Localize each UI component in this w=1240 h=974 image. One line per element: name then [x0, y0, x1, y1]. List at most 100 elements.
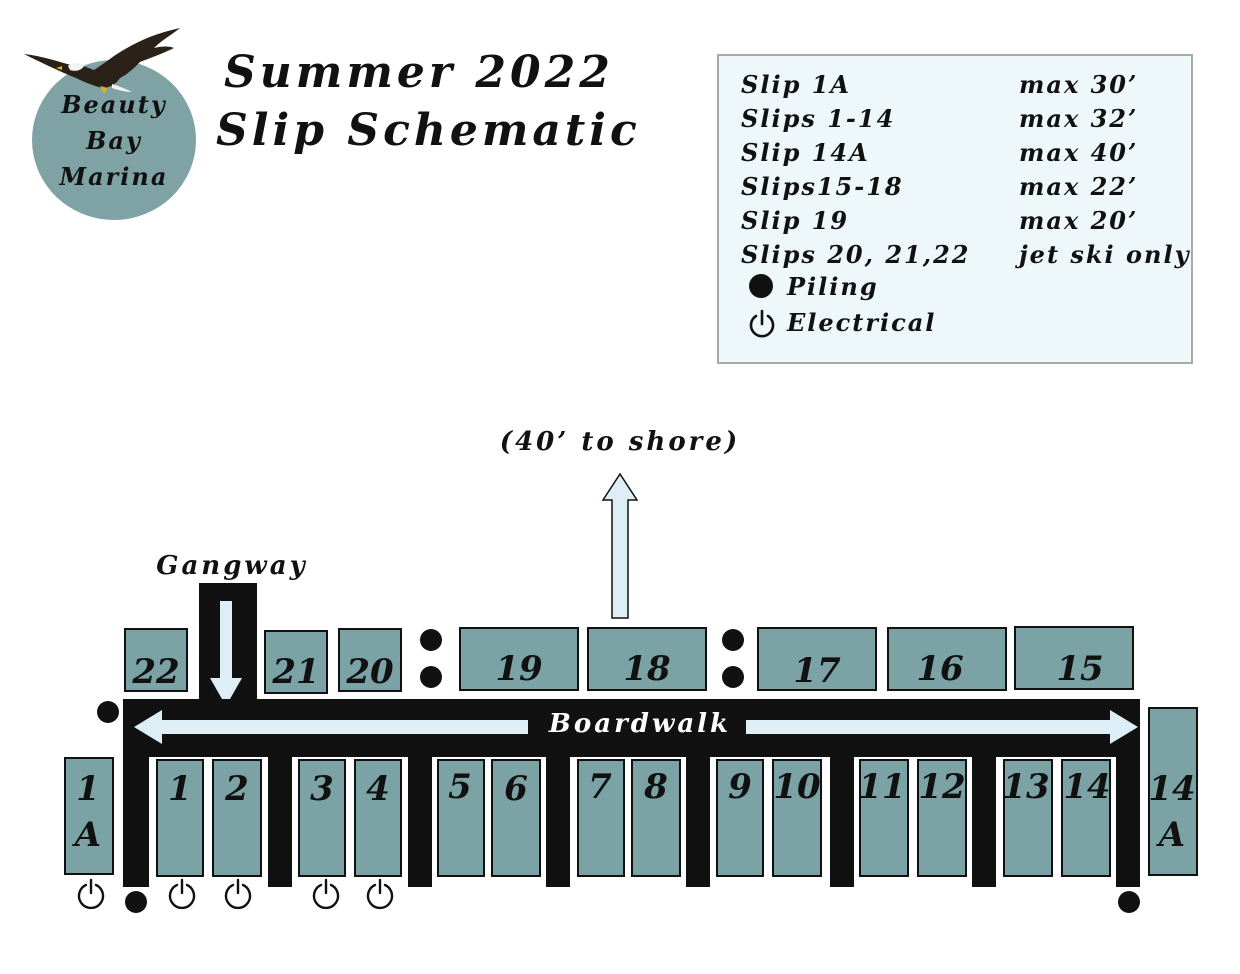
boardwalk-label: Boardwalk	[548, 709, 731, 739]
electrical-icon	[749, 309, 775, 338]
piling-icon	[1118, 891, 1140, 913]
slip-4	[354, 759, 402, 877]
slip-1-label: 1	[168, 769, 192, 809]
legend-label: Slip 19	[741, 206, 850, 235]
slip-11	[859, 759, 909, 877]
legend-value: max 30’	[1019, 70, 1139, 99]
slip-14a	[1148, 707, 1198, 876]
slip-13-label: 13	[1002, 767, 1049, 807]
slip-7-label: 7	[588, 767, 612, 807]
boardwalk-arrow-left	[134, 710, 528, 744]
electrical-icon	[77, 878, 105, 910]
legend-value: jet ski only	[1019, 240, 1191, 269]
slip-10	[772, 759, 822, 877]
slip-9-label: 9	[728, 767, 752, 807]
slip-21	[264, 630, 328, 694]
slip-5-label: 5	[448, 767, 472, 807]
slip-14-label: 14	[1063, 767, 1110, 807]
slip-8-label: 8	[643, 767, 668, 807]
slip-9	[716, 759, 764, 877]
slip-4-label: 4	[366, 769, 390, 809]
slip-16-label: 16	[916, 649, 963, 689]
slip-14a-label-number: 14	[1148, 769, 1195, 809]
slip-6	[491, 759, 541, 877]
legend-label: Slips 20, 21,22	[741, 240, 971, 269]
slip-7	[577, 759, 625, 877]
legend-electrical-label: Electrical	[787, 308, 937, 337]
slip-13	[1003, 759, 1053, 877]
finger-pier	[268, 757, 292, 887]
slip-14	[1061, 759, 1111, 877]
slip-15	[1014, 626, 1134, 690]
piling-icon	[420, 666, 442, 688]
piling-icon	[749, 274, 773, 298]
legend-box: Slip 1A max 30’ Slips 1-14 max 32’ Slip …	[717, 54, 1193, 364]
piling-icon	[420, 629, 442, 651]
slip-5	[437, 759, 485, 877]
electrical-icon	[224, 878, 252, 910]
bottom-slips: 1 2 3 4 5 6 7 8 9 10 11 12 13 14	[156, 759, 1111, 877]
title-line-1: Summer 2022	[224, 47, 614, 98]
finger-pier	[830, 757, 854, 887]
slip-18	[587, 627, 707, 691]
electrical-icon	[168, 878, 196, 910]
slip-19	[459, 627, 579, 691]
legend-label: Slips15-18	[741, 172, 904, 201]
slip-19-label: 19	[495, 649, 542, 689]
piling-icon	[125, 891, 147, 913]
to-shore-arrow	[601, 472, 639, 619]
slip-17	[757, 627, 877, 691]
legend-value: max 22’	[1019, 172, 1139, 201]
slip-10-label: 10	[773, 767, 821, 807]
finger-pier	[972, 757, 996, 887]
slip-1a-label-letter: A	[72, 815, 101, 855]
slip-18-label: 18	[623, 649, 670, 689]
legend-value: max 40’	[1019, 138, 1139, 167]
shore-label: (40’ to shore)	[500, 427, 740, 457]
legend-value: max 32’	[1019, 104, 1139, 133]
slip-2-label: 2	[224, 769, 249, 809]
slip-11-label: 11	[858, 767, 905, 807]
gangway-label: Gangway	[156, 551, 307, 581]
boardwalk-arrow-right	[746, 710, 1138, 744]
slip-15-label: 15	[1056, 649, 1103, 689]
legend-value: max 20’	[1019, 206, 1139, 235]
slip-1a-label-number: 1	[76, 769, 100, 809]
slip-22-label: 22	[131, 652, 179, 692]
slip-22	[124, 628, 188, 692]
finger-pier	[408, 757, 432, 887]
legend-label: Slip 14A	[741, 138, 870, 167]
pilings	[97, 629, 1140, 913]
slip-20-label: 20	[345, 652, 394, 692]
gangway-arrow	[210, 601, 242, 706]
slip-17-label: 17	[793, 651, 841, 691]
slip-21-label: 21	[271, 652, 319, 692]
piling-icon	[722, 629, 744, 651]
electrical-icon	[312, 878, 340, 910]
electrical-icon	[366, 878, 394, 910]
slip-3-label: 3	[310, 769, 334, 809]
slip-14a-label-letter: A	[1156, 815, 1185, 855]
slip-8	[631, 759, 681, 877]
slip-2	[212, 759, 262, 877]
logo-line-1: Beauty	[61, 90, 167, 119]
slip-12	[917, 759, 967, 877]
page-title: Summer 2022 Slip Schematic	[216, 44, 641, 160]
logo-line-3: Marina	[59, 162, 169, 191]
slip-12-label: 12	[918, 767, 965, 807]
logo-line-2: Bay	[86, 126, 142, 155]
finger-pier	[546, 757, 570, 887]
slip-1a	[64, 757, 114, 875]
slip-20	[338, 628, 402, 692]
slip-1	[156, 759, 204, 877]
eagle-icon	[24, 28, 180, 94]
piling-icon	[722, 666, 744, 688]
electrical-outlets	[77, 878, 394, 910]
finger-pier	[686, 757, 710, 887]
top-slips: 22 21 20 19 18 17 16 15	[124, 626, 1134, 694]
title-line-2: Slip Schematic	[216, 105, 641, 156]
slip-3	[298, 759, 346, 877]
slip-16	[887, 627, 1007, 691]
slip-6-label: 6	[504, 769, 528, 809]
